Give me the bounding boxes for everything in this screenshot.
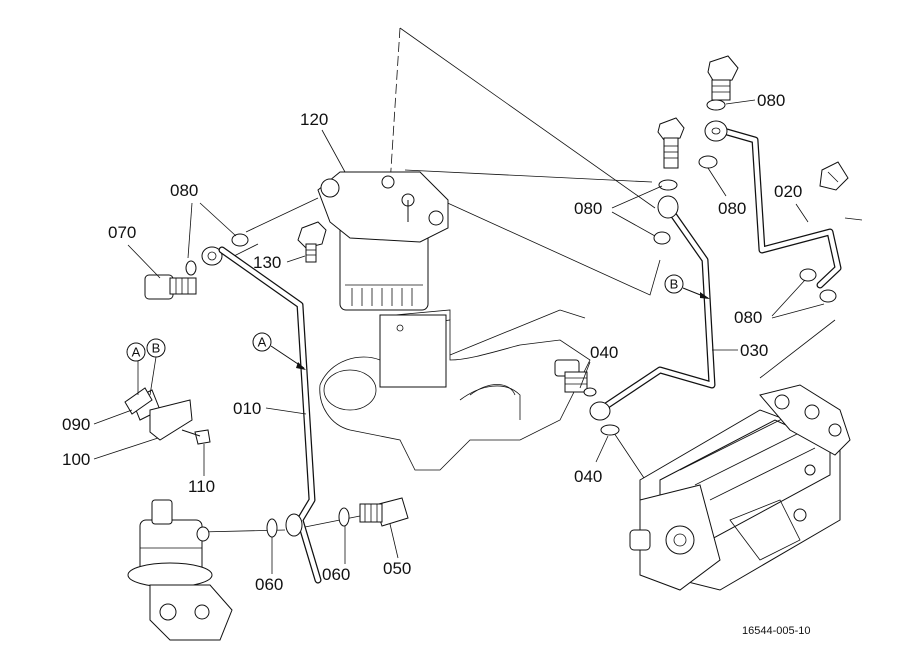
bolt-040 — [554, 359, 620, 436]
label-120: 120 — [300, 110, 328, 129]
bolt-030-top — [653, 117, 685, 245]
screw-020-right — [819, 161, 849, 191]
label-080-right-low: 080 — [734, 308, 762, 327]
fuel-pipe-030 — [589, 195, 716, 421]
diagram-text: A — [258, 335, 267, 350]
bolt-070 — [144, 233, 249, 300]
part-labels: 120 080 070 130 010 090 100 110 060 060 … — [62, 91, 825, 594]
fuel-filter-assembly — [317, 171, 449, 311]
label-060-right: 060 — [322, 565, 350, 584]
bolt-020-top — [698, 55, 739, 169]
callout-a-pipe: A — [252, 332, 306, 370]
diagram-text: A — [132, 345, 141, 360]
label-010: 010 — [233, 399, 261, 418]
bolt-050-washers — [266, 497, 409, 538]
label-040-bottom: 040 — [574, 467, 602, 486]
callout-b-pipe: B — [664, 274, 710, 299]
filter-head — [317, 171, 449, 243]
label-030: 030 — [740, 341, 768, 360]
label-020: 020 — [774, 182, 802, 201]
washer-080-b — [231, 233, 249, 247]
label-040-top: 040 — [590, 343, 618, 362]
callout-ab-clamp: A B — [126, 338, 166, 396]
label-080-top-left: 080 — [170, 181, 198, 200]
label-130: 130 — [253, 253, 281, 272]
label-070: 070 — [108, 223, 136, 242]
intake-manifold — [319, 309, 591, 471]
label-080-right-top: 080 — [757, 91, 785, 110]
label-080-mid: 080 — [574, 199, 602, 218]
label-050: 050 — [383, 559, 411, 578]
label-060-left: 060 — [255, 575, 283, 594]
fuel-pipe-010 — [218, 246, 322, 584]
label-090: 090 — [62, 415, 90, 434]
label-110: 110 — [188, 477, 215, 496]
diagram-text: B — [670, 277, 679, 292]
drawing-code: 16544-005-10 — [742, 625, 811, 637]
label-100: 100 — [62, 450, 90, 469]
diagram-text: B — [152, 341, 161, 356]
washer-080-a — [185, 260, 197, 276]
fuel-pipe-020 — [704, 120, 842, 303]
injection-pump — [629, 384, 851, 591]
manifold-boss — [379, 314, 447, 388]
bolt-130 — [297, 221, 327, 263]
label-080-right-mid: 080 — [718, 199, 746, 218]
fuel-feed-pump — [127, 499, 233, 641]
pipe-clamp — [124, 387, 211, 445]
